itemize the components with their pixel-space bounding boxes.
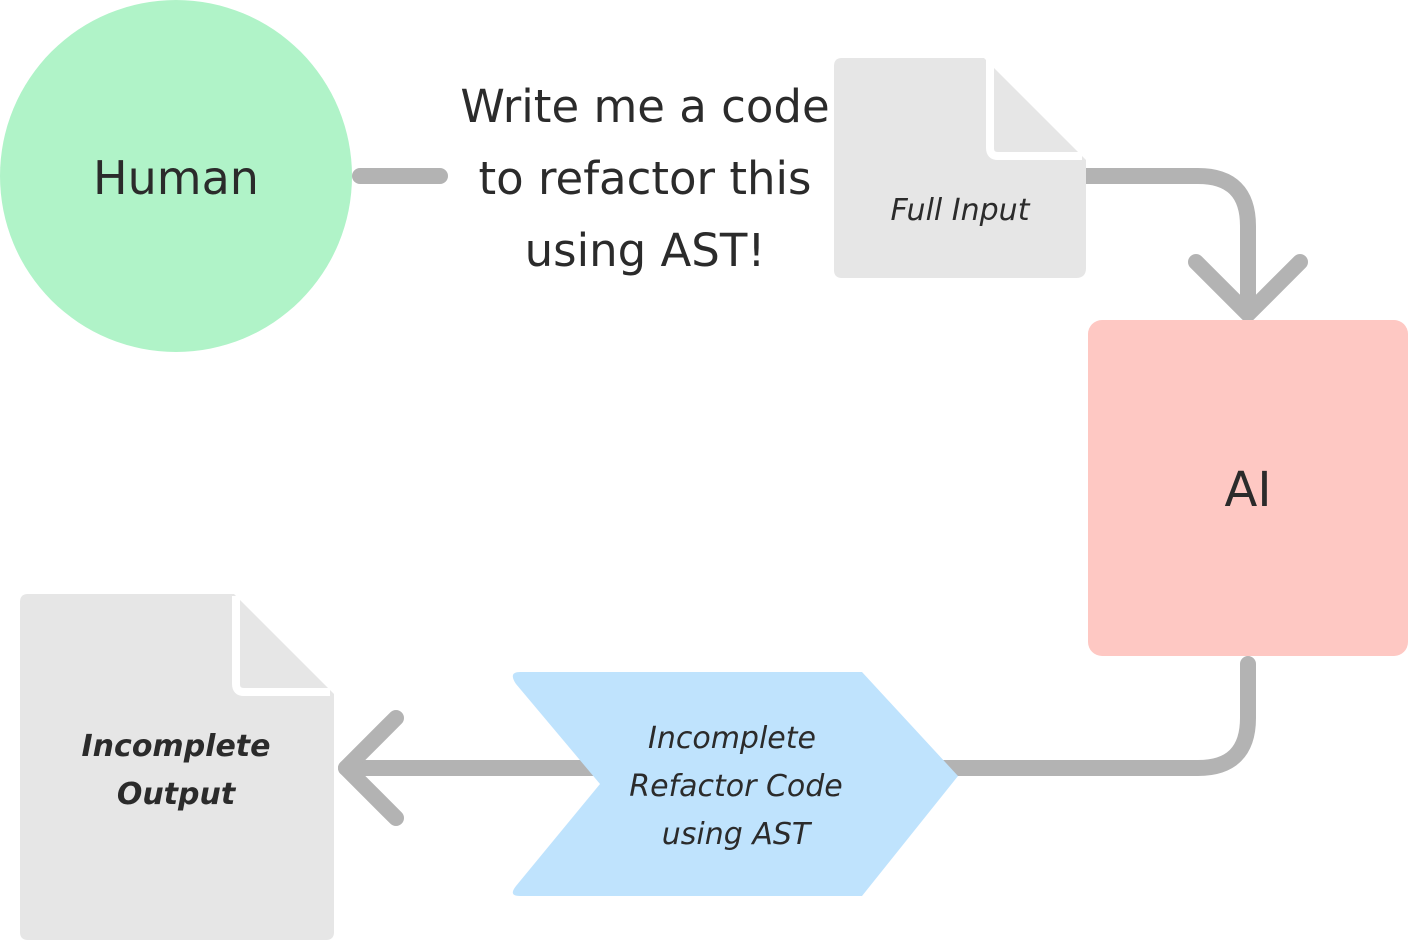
connectors	[338, 168, 1308, 826]
refactor-code-line-3: using AST	[662, 817, 813, 852]
refactor-to-output-arrowhead	[338, 710, 404, 826]
full-input-document: Full Input	[834, 58, 1086, 278]
full-input-document-body	[834, 58, 1086, 278]
input-to-ai-connector	[1078, 168, 1256, 320]
ai-to-refactor-connector	[936, 656, 1256, 776]
full-input-label: Full Input	[891, 193, 1031, 228]
ai-box	[1088, 320, 1408, 656]
incomplete-output-line-1: Incomplete	[82, 729, 271, 764]
human-node: Human	[0, 0, 352, 352]
ai-label: AI	[1225, 462, 1272, 518]
incomplete-output-document-body	[20, 594, 334, 940]
input-to-ai-arrowhead	[1188, 254, 1308, 322]
human-label: Human	[93, 151, 259, 205]
prompt-text: Write me a code to refactor this using A…	[460, 80, 829, 277]
incomplete-output-document: Incomplete Output	[20, 594, 334, 940]
refactor-code-line-1: Incomplete	[648, 721, 816, 756]
prompt-line-2: to refactor this	[479, 152, 812, 205]
refactor-code-line-2: Refactor Code	[629, 769, 843, 804]
prompt-line-3: using AST!	[525, 224, 766, 277]
prompt-line-1: Write me a code	[460, 80, 829, 133]
full-input-page-fold	[986, 60, 1082, 160]
refactor-code-shape	[512, 672, 958, 896]
refactor-code-process: Incomplete Refactor Code using AST	[512, 672, 958, 896]
incomplete-output-line-2: Output	[117, 777, 237, 812]
human-circle	[0, 0, 352, 352]
incomplete-output-page-fold	[232, 596, 330, 696]
ai-node: AI	[1088, 320, 1408, 656]
